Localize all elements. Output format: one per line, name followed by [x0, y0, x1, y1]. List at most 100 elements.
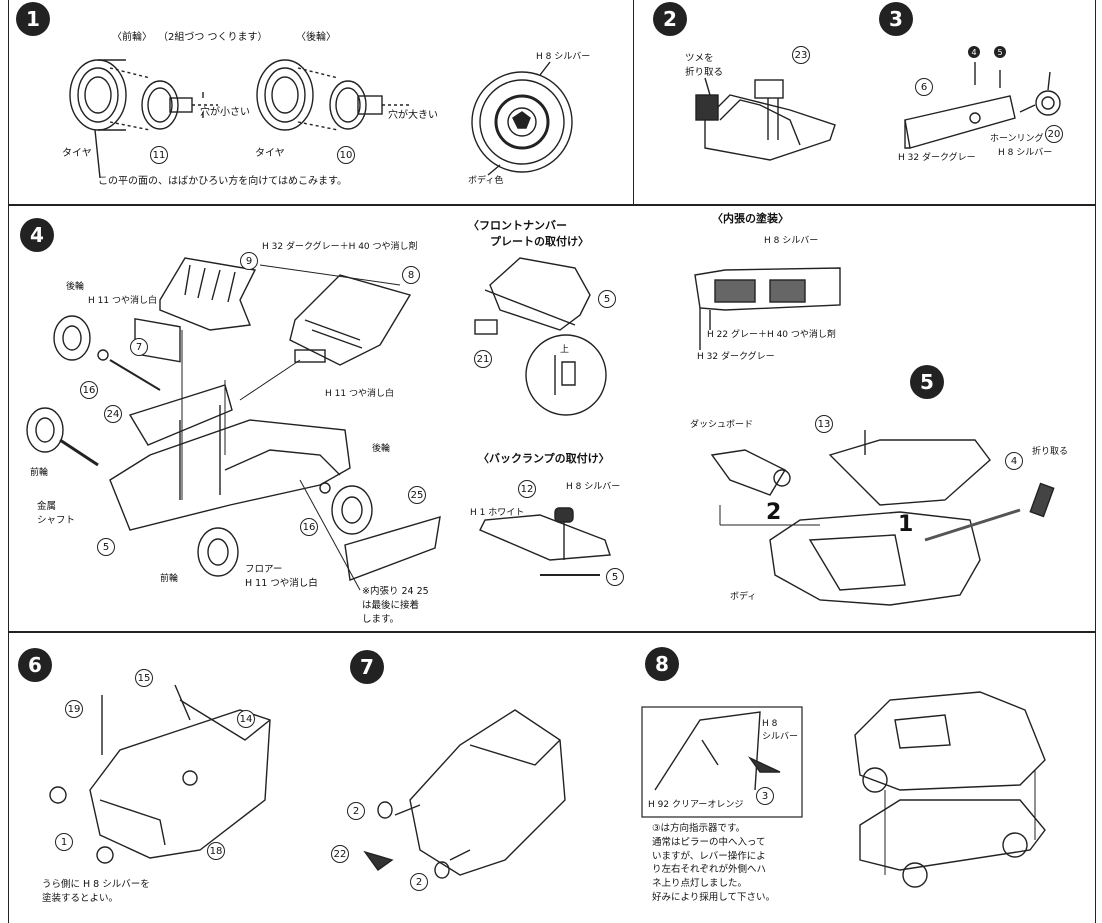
label-body-color: ボディ色	[468, 176, 504, 186]
backlamp-drawing	[479, 507, 611, 576]
part-16b: 16	[300, 518, 318, 536]
label-step5-2: 2	[766, 500, 782, 525]
step5-body-drawing	[710, 430, 1055, 606]
label-interior-dark-gray: H 32 ダークグレー	[697, 352, 775, 362]
step8-inset-drawing	[641, 706, 803, 818]
step6-8-panel	[8, 632, 1096, 923]
step-badge-2: 2	[653, 2, 687, 36]
step-badge-4: 4	[20, 218, 54, 252]
interior-panels-drawing	[694, 267, 841, 350]
label-step3-silver: H 8 シルバー	[998, 148, 1053, 158]
part-11: 11	[150, 146, 168, 164]
label-floor: フロアー H 11 つや消し白	[245, 564, 318, 589]
backlamp-title: 〈バックランプの取付け〉	[478, 452, 610, 465]
part-21: 21	[474, 350, 492, 368]
label-step8-silver: H 8 シルバー	[762, 719, 799, 743]
step1-panel	[8, 0, 634, 205]
label-front-wheel-4a: 前輪	[30, 468, 49, 478]
step1-note: この平の面の、はばかひろい方を向けてはめこみます。	[98, 176, 347, 187]
part-10: 10	[337, 146, 355, 164]
label-tire-rear: タイヤ	[255, 148, 285, 159]
part-13: 13	[815, 415, 833, 433]
step6-car-front-drawing	[49, 684, 271, 864]
part-2b: 2	[410, 873, 428, 891]
rear-seat-drawing	[134, 257, 257, 363]
label-backlamp-white: H 1 ホワイト	[470, 508, 525, 518]
label-matte-white-a: H 11 つや消し白	[88, 296, 157, 306]
part-18: 18	[207, 842, 225, 860]
label-horn-ring: ホーンリング	[990, 134, 1044, 144]
label-tire-front: タイヤ	[62, 148, 92, 159]
part-8: 8	[402, 266, 420, 284]
step3-dashboard-drawing	[904, 62, 1061, 149]
label-top: 上	[560, 345, 570, 355]
label-hubcap-silver: H 8 シルバー	[536, 52, 591, 62]
part-7: 7	[130, 338, 148, 356]
front-seat-drawing	[289, 274, 412, 366]
step-badge-1: 1	[16, 2, 50, 36]
step2-3-panel	[634, 0, 1096, 205]
part-9: 9	[240, 252, 258, 270]
step8-car-drawing	[854, 691, 1046, 888]
label-seat-paint-mix: H 32 ダークグレー＋H 40 つや消し剤	[262, 242, 418, 252]
part-14: 14	[237, 710, 255, 728]
interior-title: 〈内張の塗装〉	[712, 212, 789, 225]
part-5: 5	[994, 46, 1006, 58]
label-front-wheel: 〈前輪〉	[112, 32, 152, 43]
hubcap-drawing	[471, 61, 573, 176]
step-badge-6: 6	[18, 648, 52, 682]
label-rear-wheel: 〈後輪〉	[296, 32, 336, 43]
front-tire-drawing	[69, 59, 127, 131]
part-24: 24	[104, 405, 122, 423]
part-23: 23	[792, 46, 810, 64]
panel-25-drawing	[344, 516, 441, 581]
part-22: 22	[331, 845, 349, 863]
step-badge-3: 3	[879, 2, 913, 36]
part-12: 12	[518, 480, 536, 498]
part-20: 20	[1045, 125, 1063, 143]
part-15: 15	[135, 669, 153, 687]
step2-body-drawing	[695, 77, 836, 161]
part-6: 6	[915, 78, 933, 96]
rear-tire-drawing	[256, 59, 314, 131]
front-wheel-guide	[109, 67, 151, 131]
step-badge-7: 7	[350, 650, 384, 684]
label-dashboard: ダッシュボード	[690, 420, 754, 430]
label-backlamp-silver: H 8 シルバー	[566, 482, 621, 492]
step6-note: うら側に H 8 シルバーを 塗装するとよい。	[42, 879, 150, 904]
front-hub-drawing	[141, 80, 218, 130]
label-hole-small: 穴が小さい	[200, 107, 250, 118]
label-metal-shaft: 金属 シャフト	[37, 501, 76, 526]
step7-car-front-drawing	[363, 709, 566, 879]
label-step3-dark-gray: H 32 ダークグレー	[898, 153, 976, 163]
plate-title: 〈フロントナンバー プレートの取付け〉	[468, 219, 589, 248]
front-plate-drawing	[474, 257, 607, 416]
label-matte-white-b: H 11 つや消し白	[325, 389, 394, 399]
part-19: 19	[65, 700, 83, 718]
label-front-wheel-4b: 前輪	[160, 574, 179, 584]
part-3: 3	[756, 787, 774, 805]
rear-hub-drawing	[329, 80, 410, 130]
step-badge-5: 5	[910, 365, 944, 399]
label-rear-wheel-4b: 後輪	[372, 444, 391, 454]
label-rear-wheel-4a: 後輪	[66, 282, 85, 292]
part-25: 25	[408, 486, 426, 504]
label-break-tab: ツメを 折り取る	[685, 53, 724, 78]
part-4-step5: 4	[1005, 452, 1023, 470]
chassis-drawing	[109, 384, 351, 531]
step8-note: ③は方向指示器です。 通常はピラーの中へ入って いますが、レバー操作によ り左右…	[652, 823, 776, 903]
part-4: 4	[968, 46, 980, 58]
label-make-pairs: （2組づつ つくります）	[158, 32, 268, 43]
label-hole-large: 穴が大きい	[388, 110, 438, 121]
wheels-4	[26, 315, 373, 577]
part-2a: 2	[347, 802, 365, 820]
step4-note: ※内張り 24 25 は最後に接着 します。	[362, 586, 429, 625]
part-5-backlamp: 5	[606, 568, 624, 586]
part-5-step4: 5	[97, 538, 115, 556]
label-interior-gray-mix: H 22 グレー＋H 40 つや消し剤	[707, 330, 836, 340]
part-5-plate: 5	[598, 290, 616, 308]
part-16a: 16	[80, 381, 98, 399]
label-break-off: 折り取る	[1032, 447, 1069, 457]
step-badge-8: 8	[645, 647, 679, 681]
